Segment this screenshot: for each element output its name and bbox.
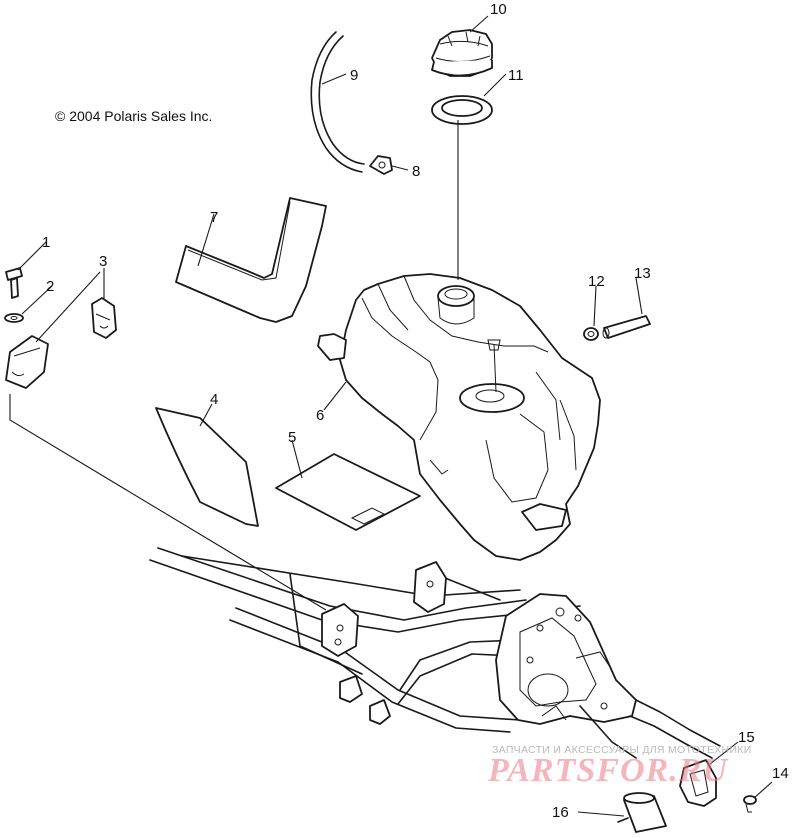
callout-10: 10 <box>490 1 507 18</box>
part-4-side-pad <box>155 407 259 527</box>
part-10-fuel-cap <box>431 29 493 77</box>
leader-lines <box>9 15 773 817</box>
watermark-tagline: ЗАПЧАСТИ И АКСЕССУАРЫ ДЛЯ МОТОТЕХНИКИ <box>492 744 752 756</box>
callout-4: 4 <box>210 391 218 408</box>
watermark-logo: PARTSFOR.RU <box>488 752 728 789</box>
copyright-text: © 2004 Polaris Sales Inc. <box>55 108 213 124</box>
part-3-bracket-front <box>5 335 49 389</box>
callout-2: 2 <box>46 278 54 295</box>
part-15-strap <box>679 759 717 807</box>
callout-8: 8 <box>412 163 420 180</box>
callout-5: 5 <box>288 429 296 446</box>
part-2-washer <box>4 313 24 323</box>
callout-3: 3 <box>99 253 107 270</box>
callout-11: 11 <box>508 67 524 84</box>
callout-6: 6 <box>316 407 324 424</box>
callout-labels: 1 2 3 4 5 6 7 8 9 10 11 12 13 14 15 16 <box>42 1 789 821</box>
part-8-clamp <box>369 155 393 175</box>
callout-13: 13 <box>634 265 651 282</box>
callout-14: 14 <box>772 765 789 782</box>
callout-12: 12 <box>588 273 605 290</box>
part-14-screw <box>743 795 757 813</box>
part-11-gasket <box>431 95 493 125</box>
part-1-bolt <box>5 267 23 299</box>
part-9-vent-hose <box>310 31 365 173</box>
callout-1: 1 <box>42 234 50 251</box>
part-3-bracket-rear <box>91 297 117 339</box>
part-12-clip <box>583 327 599 341</box>
part-16-filter <box>617 792 667 833</box>
callout-9: 9 <box>350 67 358 84</box>
vehicle-frame <box>149 547 721 759</box>
callout-16: 16 <box>552 804 569 821</box>
part-13-hose <box>602 315 651 339</box>
part-5-bottom-pad <box>275 453 421 531</box>
part-6-fuel-tank <box>317 273 601 561</box>
callout-15: 15 <box>738 729 755 746</box>
callout-7: 7 <box>210 209 218 226</box>
part-7-foam-pad <box>175 197 327 323</box>
